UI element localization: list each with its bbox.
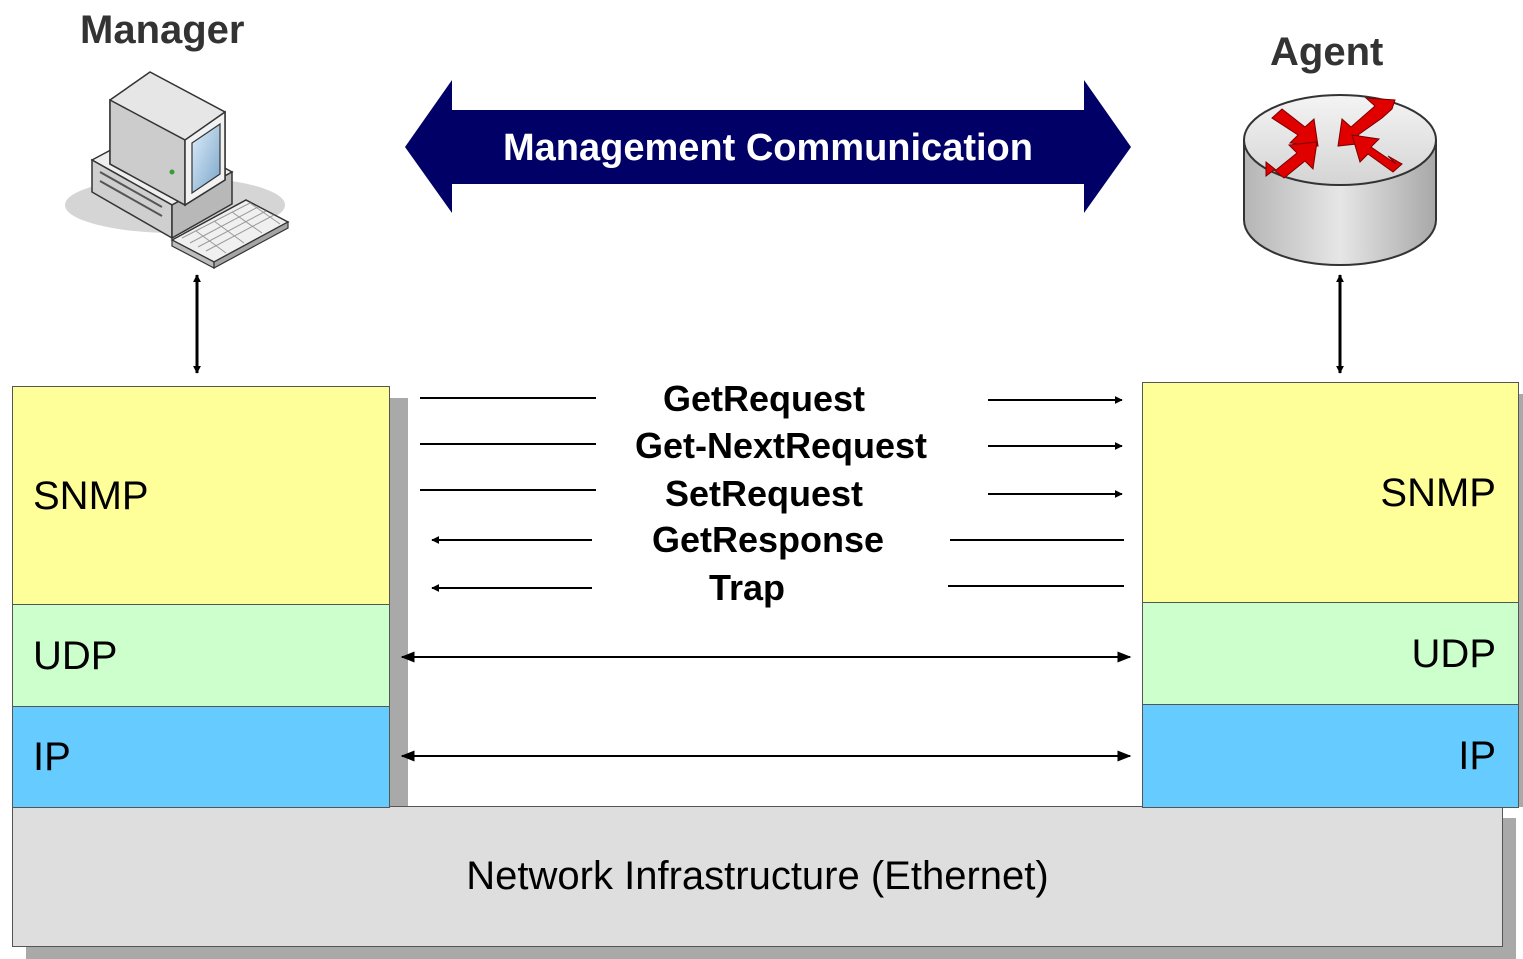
right-stack-shadow (1518, 394, 1523, 807)
message-label-trap: Trap (708, 567, 786, 608)
get-next-request-arrow (420, 442, 1123, 450)
left-stack-shadow (390, 398, 408, 808)
trap-arrow (431, 584, 1124, 592)
manager-snmp-label: SNMP (33, 473, 149, 518)
manager-ip-label: IP (33, 734, 71, 779)
manager-udp-layer: UDP (12, 604, 390, 708)
agent-title: Agent (1270, 30, 1384, 74)
message-label-get-request: GetRequest (662, 378, 866, 419)
manager-udp-label: UDP (33, 633, 118, 678)
network-infrastructure-layer: Network Infrastructure (Ethernet) (12, 806, 1503, 947)
message-label-get-response: GetResponse (651, 519, 885, 560)
get-request-arrow (420, 396, 1123, 404)
manager-snmp-layer: SNMP (12, 386, 390, 606)
manager-ip-layer: IP (12, 706, 390, 808)
message-label-get-next-request: Get-NextRequest (634, 425, 928, 466)
agent-ip-label: IP (1458, 733, 1496, 778)
management-communication-arrow (405, 80, 1131, 213)
computer-icon (65, 71, 290, 270)
agent-udp-label: UDP (1411, 631, 1496, 676)
agent-udp-layer: UDP (1142, 602, 1519, 706)
management-communication-label: Management Communication (503, 127, 1033, 169)
set-request-arrow (420, 489, 1123, 498)
agent-snmp-layer: SNMP (1142, 382, 1519, 604)
agent-snmp-label: SNMP (1380, 470, 1496, 515)
agent-ip-layer: IP (1142, 704, 1519, 808)
message-label-set-request: SetRequest (664, 473, 864, 514)
router-icon (1243, 94, 1437, 266)
network-label: Network Infrastructure (Ethernet) (466, 854, 1049, 898)
manager-title: Manager (80, 8, 245, 52)
